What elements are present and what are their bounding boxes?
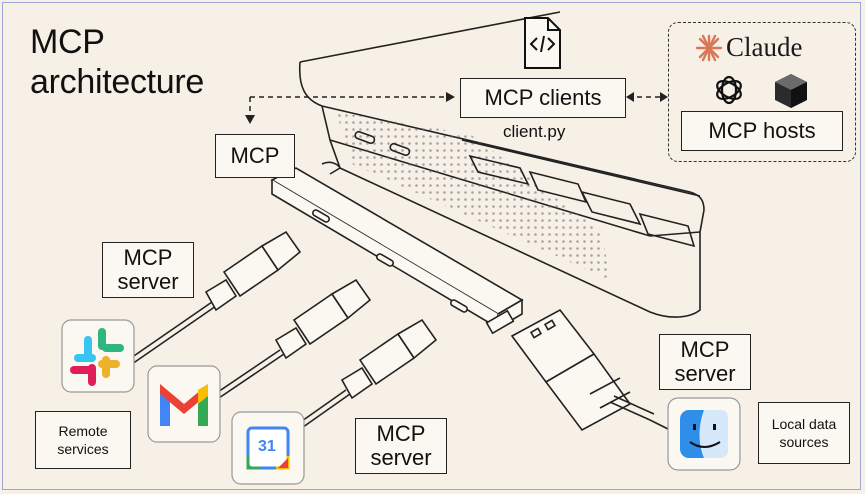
local-line-2: sources — [779, 434, 829, 450]
hub-usb-a-port — [485, 309, 515, 335]
title-line-2: architecture — [30, 63, 205, 101]
laptop-key — [468, 154, 530, 186]
mcp-hosts-box: MCP hosts — [681, 111, 843, 151]
server-line-2: server — [117, 269, 179, 294]
hub-port — [312, 209, 330, 223]
server-line-1: MCP — [376, 421, 426, 446]
mcp-label-box: MCP — [215, 134, 295, 178]
remote-services-box: Remote services — [35, 411, 131, 469]
gmail-icon — [147, 365, 221, 443]
mcp-hosts-label: MCP hosts — [708, 118, 816, 143]
laptop-key — [580, 190, 642, 226]
finder-icon — [667, 397, 741, 471]
server-line-2: server — [370, 445, 432, 470]
laptop-port — [354, 130, 376, 144]
local-data-sources-box: Local data sources — [758, 402, 850, 464]
mcp-label: MCP — [230, 143, 280, 168]
mcp-clients-box: MCP clients — [460, 78, 626, 118]
server-line-2: server — [674, 361, 736, 386]
local-line-1: Local data — [771, 416, 837, 432]
hub-port — [450, 299, 468, 313]
remote-line-1: Remote — [58, 423, 108, 439]
dashed-connectors — [249, 96, 664, 118]
client-file-label: client.py — [503, 122, 566, 141]
claude-icon — [695, 34, 723, 62]
server-line-1: MCP — [680, 337, 730, 362]
openai-icon — [716, 75, 742, 105]
mcp-hosts-group — [668, 22, 856, 162]
mcp-server-box-local: MCP server — [659, 334, 751, 390]
mcp-server-box-remote-bottom: MCP server — [355, 418, 447, 474]
laptop-key — [528, 170, 588, 204]
laptop-illustration — [298, 11, 705, 318]
slack-icon — [61, 319, 135, 393]
remote-line-2: services — [57, 441, 109, 457]
usb-c-cables — [127, 230, 438, 433]
server-line-1: MCP — [123, 245, 173, 270]
mcp-clients-label: MCP clients — [484, 85, 602, 110]
hub-port — [376, 253, 394, 267]
claude-wordmark: Claude — [726, 32, 803, 62]
google-calendar-icon — [231, 411, 305, 485]
arrowheads — [245, 92, 668, 124]
code-file-icon — [524, 17, 561, 69]
title-line-1: MCP — [30, 23, 105, 61]
diagram-title: MCP architecture — [30, 22, 204, 102]
mcp-server-box-remote-top: MCP server — [102, 242, 194, 298]
calendar-day-number: 31 — [258, 438, 276, 455]
usb-a-plug — [510, 308, 671, 432]
laptop-key — [638, 212, 696, 248]
laptop-port — [389, 142, 411, 156]
cube-icon — [775, 74, 807, 108]
